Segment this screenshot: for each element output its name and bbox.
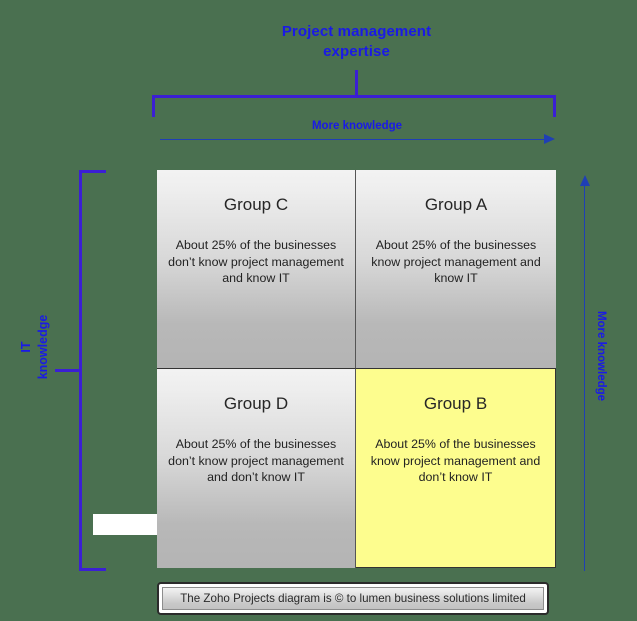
quadrant-body: About 25% of the businesses know project…	[370, 437, 541, 484]
top-bracket	[152, 95, 556, 117]
quadrant-group-a[interactable]: Group A About 25% of the businesses know…	[356, 170, 556, 369]
diagram-title-line-1: Project management	[281, 23, 432, 40]
vertical-axis-label-it-knowledge: IT knowledge	[18, 292, 52, 402]
vertical-arrow-line	[584, 186, 585, 571]
quadrant-body: About 25% of the businesses don’t know p…	[168, 238, 344, 285]
quadrant-group-b[interactable]: Group B About 25% of the businesses know…	[356, 369, 556, 568]
quadrant-body: About 25% of the businesses know project…	[371, 238, 541, 285]
blank-white-box	[93, 514, 157, 535]
left-bracket	[79, 170, 106, 571]
left-bracket-stem	[55, 369, 82, 372]
quadrant-body: About 25% of the businesses don’t know p…	[168, 437, 344, 484]
quadrant-title: Group D	[223, 394, 289, 413]
footer-inner-panel: The Zoho Projects diagram is © to lumen …	[162, 587, 544, 610]
horizontal-arrow-head-icon	[544, 134, 555, 144]
quadrant-matrix: Group C About 25% of the businesses don’…	[157, 170, 556, 568]
diagram-title-line-2: expertise	[323, 43, 390, 60]
quadrant-title: Group C	[223, 195, 289, 214]
top-bracket-stem	[355, 70, 358, 97]
quadrant-title: Group A	[424, 195, 488, 214]
right-axis-label: More knowledge	[595, 310, 607, 402]
diagram-title: Project management expertise	[224, 22, 489, 62]
horizontal-axis-label: More knowledge	[311, 120, 403, 132]
quadrant-group-c[interactable]: Group C About 25% of the businesses don’…	[157, 170, 356, 369]
quadrant-group-d[interactable]: Group D About 25% of the businesses don’…	[157, 369, 356, 568]
horizontal-arrow-line	[160, 139, 550, 140]
it-knowledge-line-1: IT	[19, 341, 33, 353]
quadrant-title: Group B	[423, 394, 488, 413]
vertical-arrow-head-icon	[580, 175, 590, 186]
footer-attribution-box: The Zoho Projects diagram is © to lumen …	[157, 582, 549, 615]
footer-attribution-text: The Zoho Projects diagram is © to lumen …	[180, 592, 526, 605]
it-knowledge-line-2: knowledge	[36, 314, 50, 380]
